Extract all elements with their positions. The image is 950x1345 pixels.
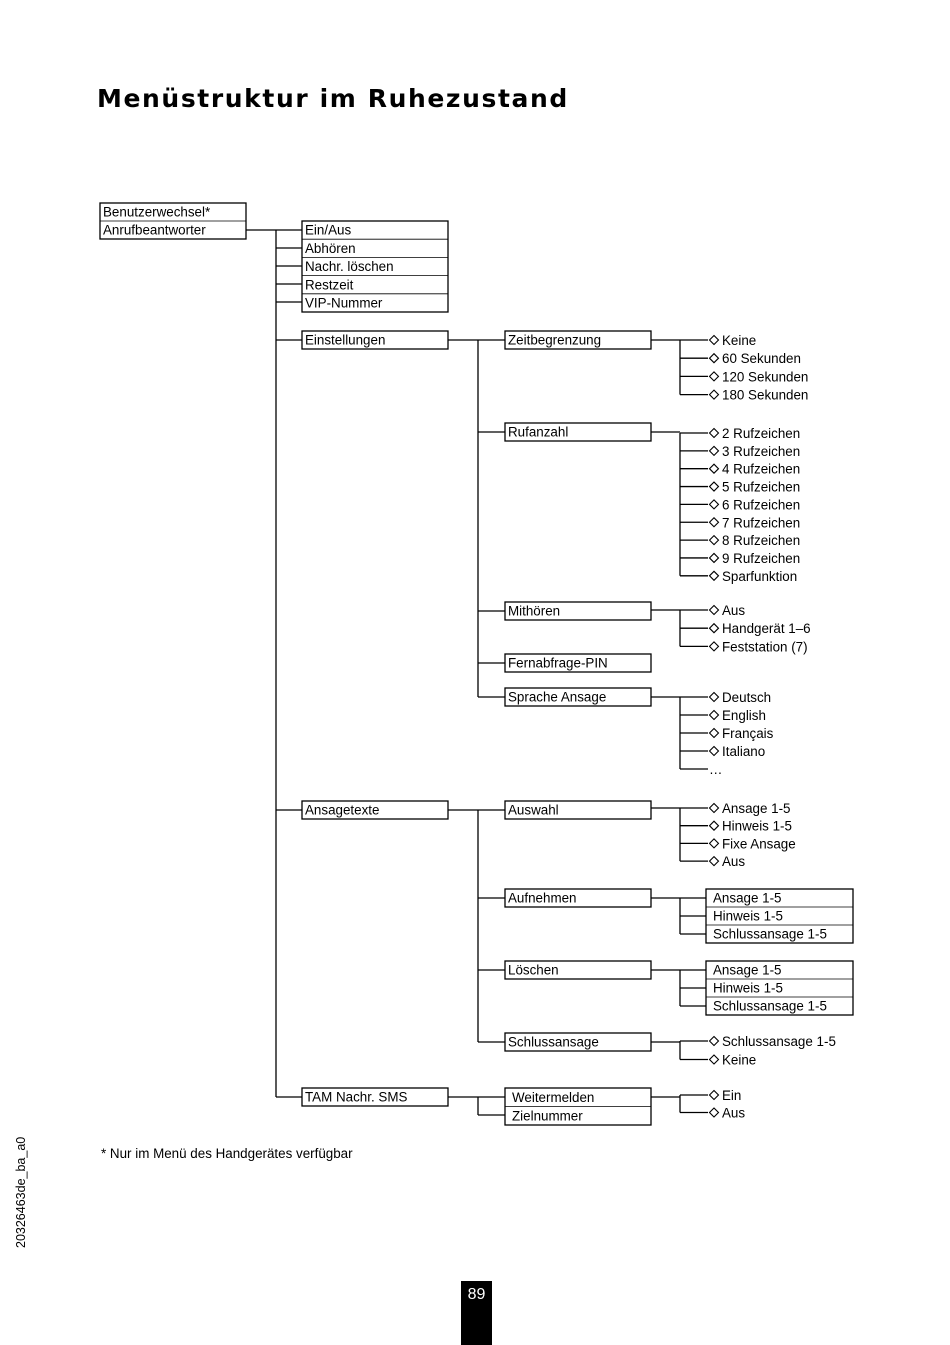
page-number-box: 89 [461,1281,492,1345]
rufanzahl-option-2-rufzeichen: 2 Rufzeichen [722,426,800,441]
diamond-option-icon [708,1054,720,1065]
sprache-ansage-more: … [709,762,722,777]
fernabfrage-pin-box [504,653,652,673]
schlussansage-option-keine: Keine [722,1053,756,1068]
page-title: Menüstruktur im Ruhezustand [97,84,569,113]
mithoeren-box [504,601,652,621]
answering-machine-menu-item-vip-nummer: VIP-Nummer [305,296,383,311]
auswahl-option-aus: Aus [722,854,745,869]
rufanzahl-option-sparfunktion: Sparfunktion [722,569,797,584]
diamond-option-icon [708,534,720,546]
diamond-option-icon [708,1035,720,1047]
diamond-option-icon [708,552,720,564]
diamond-option-icon [708,427,720,439]
loeschen-list-item-ansage-1-5: Ansage 1-5 [713,963,782,978]
mithoeren-option-handgeraet-1-6: Handgerät 1–6 [722,621,811,636]
footnote: * Nur im Menü des Handgerätes verfügbar [101,1146,353,1161]
tam-nachr-sms-option-aus: Aus [722,1106,745,1121]
diamond-option-icon [708,389,720,400]
auswahl-option-ansage-1-5: Ansage 1-5 [722,801,791,816]
diamond-option-icon [708,463,720,474]
top-menu-item-benutzerwechsel: Benutzerwechsel* [103,205,210,220]
diamond-option-icon [708,641,720,652]
rufanzahl-option-3-rufzeichen: 3 Rufzeichen [722,444,800,459]
zeitbegrenzung-option-keine: Keine [722,333,756,348]
diamond-option-icon [708,499,720,510]
answering-machine-menu-item-nachr-loeschen: Nachr. löschen [305,259,394,274]
loeschen-list-box [705,960,854,1016]
rufanzahl-option-6-rufzeichen: 6 Rufzeichen [722,497,800,512]
answering-machine-menu-item-abhoeren: Abhören [305,241,356,256]
diamond-option-icon [708,445,720,457]
diamond-option-icon [708,352,720,364]
diamond-option-icon [708,516,720,528]
diamond-option-icon [708,855,720,867]
mithoeren-option-aus: Aus [722,603,745,618]
diamond-option-icon [708,709,720,721]
rufanzahl-label: Rufanzahl [508,425,568,440]
diamond-option-icon [708,745,720,757]
sprache-ansage-option-english: English [722,708,766,723]
fernabfrage-pin-label: Fernabfrage-PIN [508,656,608,671]
tam-nachr-sms-list-item-zielnummer: Zielnummer [512,1108,583,1123]
diamond-option-icon [708,334,720,346]
diamond-option-icon [708,622,720,634]
auswahl-option-hinweis-1-5: Hinweis 1-5 [722,819,792,834]
auswahl-label: Auswahl [508,803,559,818]
rufanzahl-option-4-rufzeichen: 4 Rufzeichen [722,462,800,477]
loeschen-list-item-schlussansage-1-5: Schlussansage 1-5 [713,999,827,1014]
rufanzahl-option-5-rufzeichen: 5 Rufzeichen [722,480,800,495]
tam-nachr-sms-option-ein: Ein [722,1088,741,1103]
diamond-option-icon [708,604,720,616]
loeschen-label: Löschen [508,963,559,978]
top-menu-item-anrufbeantworter: Anrufbeantworter [103,223,206,238]
answering-machine-menu-item-restzeit: Restzeit [305,277,354,292]
aufnehmen-list-item-schlussansage-1-5: Schlussansage 1-5 [713,927,827,942]
ansagetexte-label: Ansagetexte [305,803,379,818]
mithoeren-label: Mithören [508,604,560,619]
rufanzahl-option-7-rufzeichen: 7 Rufzeichen [722,515,800,530]
mithoeren-option-feststation-7: Feststation (7) [722,639,808,654]
page-number: 89 [467,1286,486,1303]
rufanzahl-option-9-rufzeichen: 9 Rufzeichen [722,551,800,566]
aufnehmen-list-item-ansage-1-5: Ansage 1-5 [713,891,782,906]
rufanzahl-option-8-rufzeichen: 8 Rufzeichen [722,533,800,548]
zeitbegrenzung-option-60-sekunden: 60 Sekunden [722,351,801,366]
diamond-option-icon [708,371,720,382]
diamond-option-icon [708,481,720,492]
diamond-option-icon [708,838,720,849]
answering-machine-menu-item-ein-aus: Ein/Aus [305,223,351,238]
loeschen-list-item-hinweis-1-5: Hinweis 1-5 [713,981,783,996]
sprache-ansage-option-deutsch: Deutsch [722,690,771,705]
schlussansage-label: Schlussansage [508,1035,599,1050]
tam-nachr-sms-label: TAM Nachr. SMS [305,1090,407,1105]
diamond-option-icon [708,691,720,703]
diamond-option-icon [708,727,720,739]
tam-nachr-sms-list-item-weitermelden: Weitermelden [512,1090,594,1105]
diamond-option-icon [708,820,720,831]
einstellungen-label: Einstellungen [305,333,385,348]
sprache-ansage-label: Sprache Ansage [508,690,606,705]
aufnehmen-list-item-hinweis-1-5: Hinweis 1-5 [713,909,783,924]
zeitbegrenzung-label: Zeitbegrenzung [508,333,601,348]
diamond-option-icon [708,1089,720,1101]
menu-tree-diagram: Benutzerwechsel* Anrufbeantworter Ein/AusA… [99,202,854,1126]
document-code: 20326463de_ba_a0 [14,1136,28,1248]
diamond-option-icon [708,570,720,582]
auswahl-option-fixe-ansage: Fixe Ansage [722,836,796,851]
auswahl-box [504,800,652,820]
zeitbegrenzung-option-180-sekunden: 180 Sekunden [722,388,808,403]
sprache-ansage-option-italiano: Italiano [722,744,765,759]
aufnehmen-list-box [705,888,854,944]
zeitbegrenzung-option-120-sekunden: 120 Sekunden [722,369,808,384]
aufnehmen-label: Aufnehmen [508,891,577,906]
diamond-option-icon [708,1107,720,1118]
diamond-option-icon [708,802,720,814]
schlussansage-option-schlussansage-1-5: Schlussansage 1-5 [722,1034,836,1049]
sprache-ansage-option-francais: Français [722,726,774,741]
